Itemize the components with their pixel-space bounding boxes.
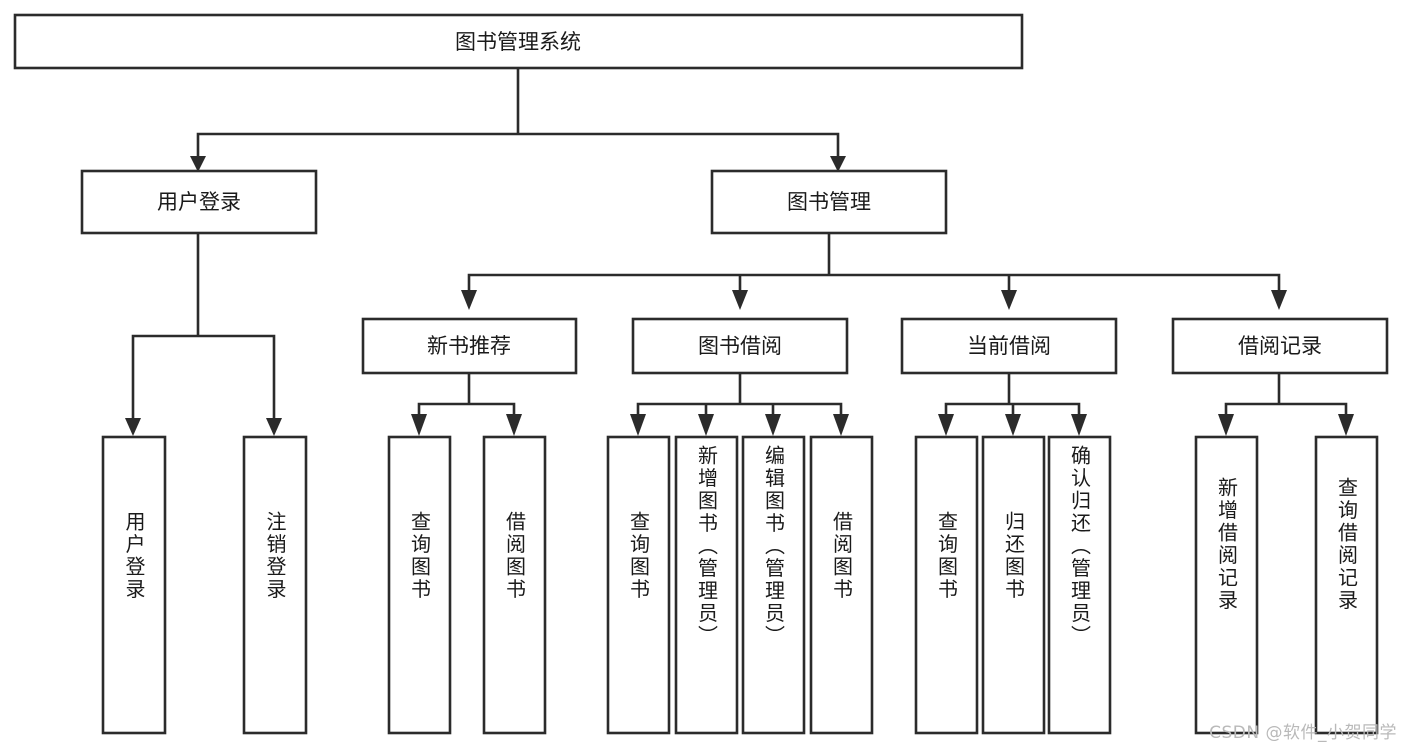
node-book-management-label: 图书管理 xyxy=(787,190,871,214)
node-user-login-box[interactable] xyxy=(80,169,318,235)
leaf-boxes-current-borrow xyxy=(914,435,1112,735)
node-new-book-recommend[interactable]: 新书推荐 xyxy=(361,317,578,375)
node-book-borrow-label: 图书借阅 xyxy=(698,334,782,358)
node-book-borrow[interactable]: 图书借阅 xyxy=(631,317,849,375)
leaf-box-borrow-record-0[interactable] xyxy=(1194,435,1259,735)
node-current-borrow[interactable]: 当前借阅 xyxy=(900,317,1118,375)
leaf-box-user-login-0[interactable] xyxy=(101,435,167,735)
node-borrow-record[interactable]: 借阅记录 xyxy=(1171,317,1389,375)
node-book-management-box[interactable] xyxy=(710,169,948,235)
leaf-box-book-borrow-3[interactable] xyxy=(809,435,874,735)
connectors-root-to-level2 xyxy=(190,66,846,172)
leaf-box-book-borrow-1[interactable] xyxy=(674,435,739,735)
leaf-box-book-borrow-0[interactable] xyxy=(606,435,671,735)
leaf-boxes-new-book-recommend xyxy=(387,435,547,735)
leaf-boxes-borrow-record xyxy=(1194,435,1379,735)
node-current-borrow-label: 当前借阅 xyxy=(967,334,1051,358)
leaf-box-current-borrow-1[interactable] xyxy=(981,435,1046,735)
node-book-borrow-box[interactable] xyxy=(631,317,849,375)
node-user-login[interactable]: 用户登录 xyxy=(80,169,318,235)
connectors-level2-user-login xyxy=(125,231,282,436)
leaf-box-book-borrow-2[interactable] xyxy=(741,435,806,735)
leaf-box-current-borrow-2[interactable] xyxy=(1047,435,1112,735)
node-new-book-recommend-label: 新书推荐 xyxy=(427,334,511,358)
connectors-borrow-record xyxy=(1218,371,1354,436)
node-root-label: 图书管理系统 xyxy=(455,30,581,54)
node-user-login-label: 用户登录 xyxy=(157,190,241,214)
node-current-borrow-box[interactable] xyxy=(900,317,1118,375)
connectors-current-borrow xyxy=(938,371,1087,436)
leaf-box-new-book-recommend-1[interactable] xyxy=(482,435,547,735)
leaf-boxes-book-borrow xyxy=(606,435,874,735)
node-borrow-record-box[interactable] xyxy=(1171,317,1389,375)
leaf-boxes-user-login xyxy=(101,435,308,735)
leaf-box-user-login-1[interactable] xyxy=(242,435,308,735)
node-new-book-recommend-box[interactable] xyxy=(361,317,578,375)
connectors-level2-book-management xyxy=(461,231,1287,310)
connectors-book-borrow xyxy=(630,371,849,436)
leaf-box-current-borrow-0[interactable] xyxy=(914,435,979,735)
leaf-box-new-book-recommend-0[interactable] xyxy=(387,435,452,735)
node-root-box[interactable] xyxy=(13,13,1024,70)
node-borrow-record-label: 借阅记录 xyxy=(1238,334,1322,358)
node-book-management[interactable]: 图书管理 xyxy=(710,169,948,235)
node-root[interactable]: 图书管理系统 xyxy=(13,13,1024,70)
connectors-new-book-recommend xyxy=(411,371,522,436)
leaf-box-borrow-record-1[interactable] xyxy=(1314,435,1379,735)
